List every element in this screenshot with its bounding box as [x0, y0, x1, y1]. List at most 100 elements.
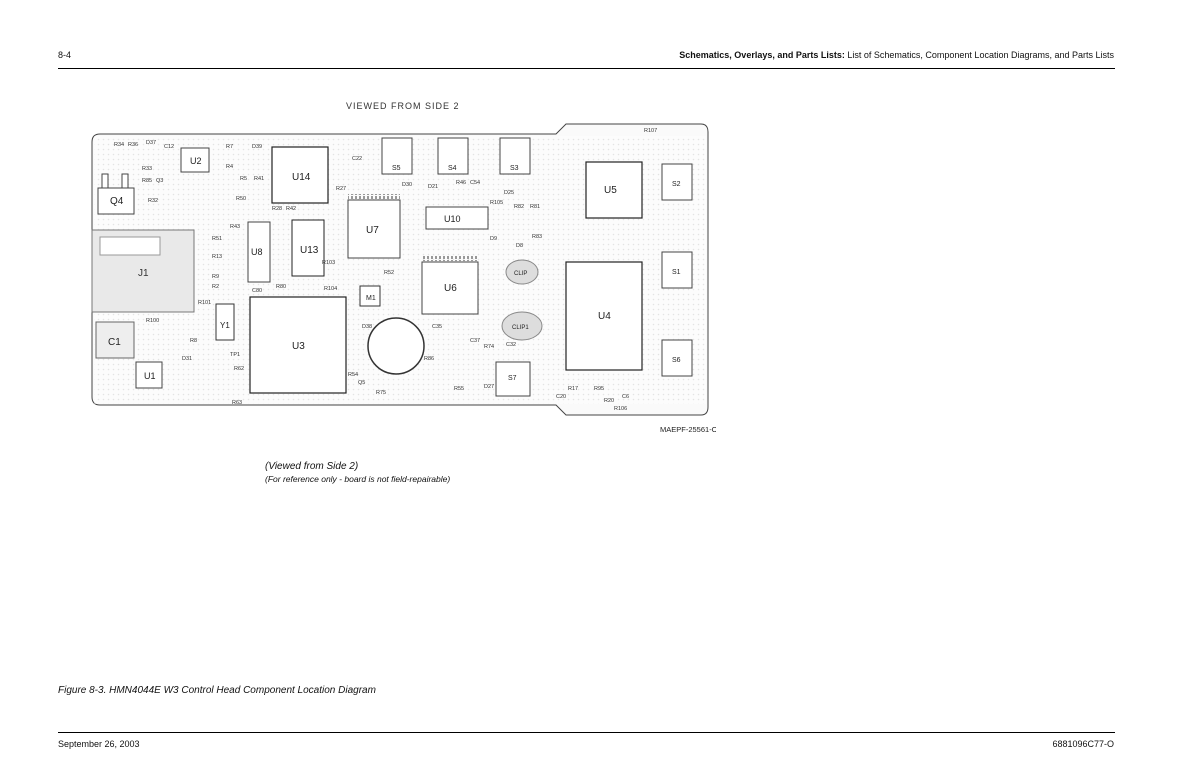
label-r95: R95	[594, 386, 604, 392]
label-u4: U4	[598, 311, 611, 322]
label-q5: Q5	[358, 380, 365, 386]
s5-switch	[381, 137, 413, 175]
c1-component	[95, 321, 135, 359]
label-clip1: CLIP1	[512, 325, 529, 331]
speaker-pad	[367, 317, 425, 375]
label-u10: U10	[444, 214, 461, 224]
label-r75: R75	[376, 390, 386, 396]
label-c1: C1	[108, 337, 121, 348]
s7-switch	[495, 361, 531, 397]
figure-caption: Figure 8-3. HMN4044E W3 Control Head Com…	[58, 685, 376, 696]
label-r62: R62	[234, 366, 244, 372]
label-r86: R86	[424, 356, 434, 362]
m1-component	[359, 285, 381, 307]
pcb-board-drawing: VIEWED FROM SIDE 2 J1 C1 Q4 U2 U14 U13 U…	[91, 101, 718, 434]
label-c37: C37	[470, 338, 480, 344]
label-u8: U8	[251, 247, 263, 257]
clip-oval	[505, 259, 539, 285]
label-r103: R103	[322, 260, 335, 266]
view-title: VIEWED FROM SIDE 2	[346, 101, 460, 111]
u2-component	[180, 147, 210, 173]
label-r104: R104	[324, 286, 337, 292]
label-s1: S1	[672, 269, 681, 276]
label-r50: R50	[236, 196, 246, 202]
footer-rule	[58, 732, 1115, 733]
label-r81: R81	[530, 204, 540, 210]
label-q3: Q3	[156, 178, 163, 184]
label-d27: D27	[484, 384, 494, 390]
label-d21: D21	[428, 184, 438, 190]
u7-component	[347, 199, 401, 259]
label-m1: M1	[366, 295, 376, 302]
label-u1: U1	[144, 371, 156, 381]
u7-pins	[348, 194, 400, 200]
label-u6: U6	[444, 283, 457, 294]
label-c80: C80	[252, 288, 262, 294]
label-r41: R41	[254, 176, 264, 182]
label-d30: D30	[402, 182, 412, 188]
label-r34: R34	[114, 142, 124, 148]
label-r54: R54	[348, 372, 358, 378]
label-r2: R2	[212, 284, 219, 290]
label-d37: D37	[146, 140, 156, 146]
u3-component	[249, 296, 347, 394]
u1-component	[135, 361, 163, 389]
u6-pins	[422, 256, 478, 262]
q4-component	[97, 187, 135, 215]
label-r106: R106	[614, 406, 627, 412]
label-c35: C35	[432, 324, 442, 330]
label-clip: CLIP	[514, 271, 527, 277]
label-r4: R4	[226, 164, 233, 170]
label-s6: S6	[672, 357, 681, 364]
label-r74: R74	[484, 344, 494, 350]
u14-component	[271, 146, 329, 204]
label-r5: R5	[240, 176, 247, 182]
clip1-oval	[501, 311, 543, 341]
header-rule	[58, 68, 1115, 69]
label-r101: R101	[198, 300, 211, 306]
label-y1: Y1	[220, 321, 230, 330]
section-header-rest: List of Schematics, Component Location D…	[847, 50, 1114, 60]
label-r46: R46	[456, 180, 466, 186]
section-header-bold: Schematics, Overlays, and Parts Lists:	[679, 50, 845, 60]
label-r13: R13	[212, 254, 222, 260]
caption-reference-note: (For reference only - board is not field…	[265, 474, 451, 484]
label-r8: R8	[190, 338, 197, 344]
label-s7: S7	[508, 375, 517, 382]
label-r7: R7	[226, 144, 233, 150]
label-u2: U2	[190, 156, 202, 166]
label-c22: C22	[352, 156, 362, 162]
page-number: 8-4	[58, 50, 72, 60]
label-r42: R42	[286, 206, 296, 212]
label-r28: R28	[272, 206, 282, 212]
label-r33: R33	[142, 166, 152, 172]
label-s2: S2	[672, 181, 681, 188]
label-c12: C12	[164, 144, 174, 150]
label-r83: R83	[532, 234, 542, 240]
label-r9: R9	[212, 274, 219, 280]
label-r20: R20	[604, 398, 614, 404]
label-r52: R52	[384, 270, 394, 276]
label-r36: R36	[128, 142, 138, 148]
label-tp1: TP1	[230, 352, 240, 358]
label-d9: D9	[490, 236, 497, 242]
label-r85: R85	[142, 178, 152, 184]
q4-lead-e	[101, 173, 109, 189]
label-d39: D39	[252, 144, 262, 150]
drawing-number: MAEPF-25561-O	[660, 425, 716, 434]
q4-lead-b	[121, 173, 129, 189]
s2-switch	[661, 163, 693, 201]
section-header: Schematics, Overlays, and Parts Lists: L…	[679, 50, 1114, 60]
label-r27: R27	[336, 186, 346, 192]
label-r82: R82	[514, 204, 524, 210]
footer-date: September 26, 2003	[58, 739, 140, 749]
u8-component	[247, 221, 271, 283]
label-r80: R80	[276, 284, 286, 290]
s3-switch	[499, 137, 531, 175]
y1-crystal	[215, 303, 235, 341]
label-s4: S4	[448, 165, 457, 172]
label-u5: U5	[604, 185, 617, 196]
label-r43: R43	[230, 224, 240, 230]
label-r32: R32	[148, 198, 158, 204]
label-r63: R63	[232, 400, 242, 406]
